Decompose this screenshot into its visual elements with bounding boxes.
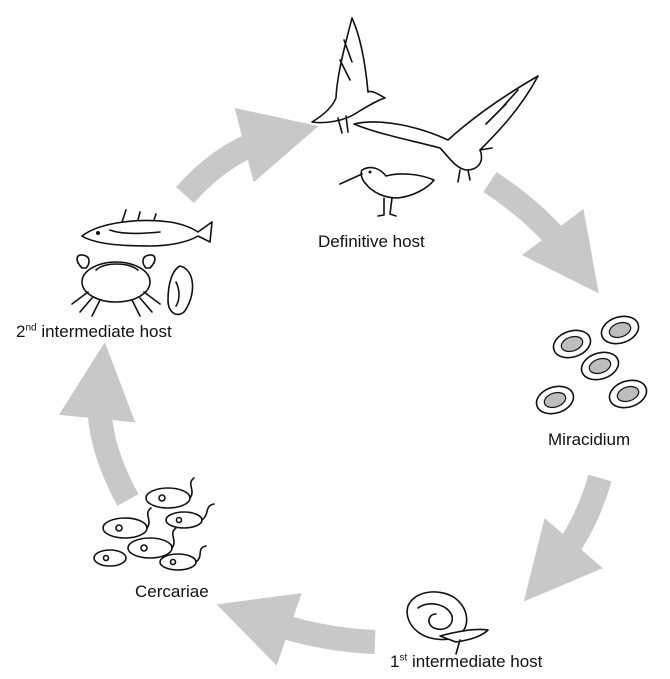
arrow-miracidium-to-first (555, 478, 600, 565)
gull-icon (354, 76, 538, 182)
arrow-cercariae-to-second (99, 390, 128, 500)
cercaria-1 (146, 478, 194, 508)
arrow-definitive-to-miracidium (490, 182, 570, 255)
miracidium-text: Miracidium (548, 430, 630, 449)
bird-icon (312, 18, 385, 133)
second-ordinal-suffix: nd (25, 322, 36, 333)
second-intermediate-host-text: intermediate host (41, 322, 171, 341)
crab-icon (72, 255, 160, 316)
definitive-host-label: Definitive host (318, 232, 425, 252)
second-intermediate-host-label: 2nd intermediate host (16, 322, 172, 342)
fish-icon (82, 210, 212, 246)
wader-bird-icon (340, 168, 434, 216)
arrow-first-to-cercariae (262, 620, 375, 642)
egg-icon (533, 312, 650, 418)
arrow-second-to-definitive (185, 138, 272, 195)
first-intermediate-host-label: 1st intermediate host (390, 652, 542, 672)
miracidium-label: Miracidium (548, 430, 630, 450)
first-intermediate-host-text: intermediate host (412, 652, 542, 671)
cercaria-6 (94, 550, 126, 566)
cercaria-2 (103, 508, 151, 538)
bivalve-icon (168, 266, 193, 314)
snail-icon (407, 592, 488, 654)
first-ordinal-suffix: st (399, 652, 407, 663)
definitive-host-text: Definitive host (318, 232, 425, 251)
cercariae-text: Cercariae (135, 582, 209, 601)
cercariae-label: Cercariae (135, 582, 209, 602)
